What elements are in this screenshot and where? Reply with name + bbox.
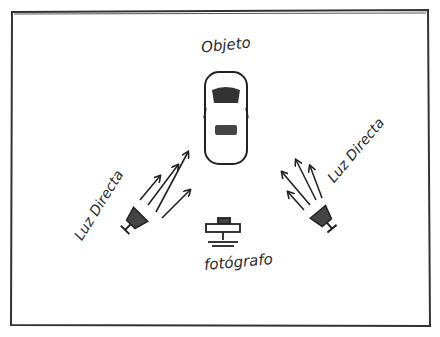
light-stand	[310, 205, 339, 235]
handwritten-label: fotógrafo	[203, 250, 273, 274]
light-arrows	[282, 160, 322, 210]
car-object	[204, 72, 248, 164]
frame-stroke	[14, 13, 426, 14]
handwritten-label: Luz Directa	[324, 114, 387, 185]
light-stand	[118, 207, 148, 237]
camera-symbol	[206, 218, 240, 246]
handwritten-label: Luz Directa	[70, 167, 126, 243]
frame	[11, 10, 430, 326]
handwritten-label: Objeto	[200, 33, 251, 56]
light-arrows	[140, 152, 190, 218]
